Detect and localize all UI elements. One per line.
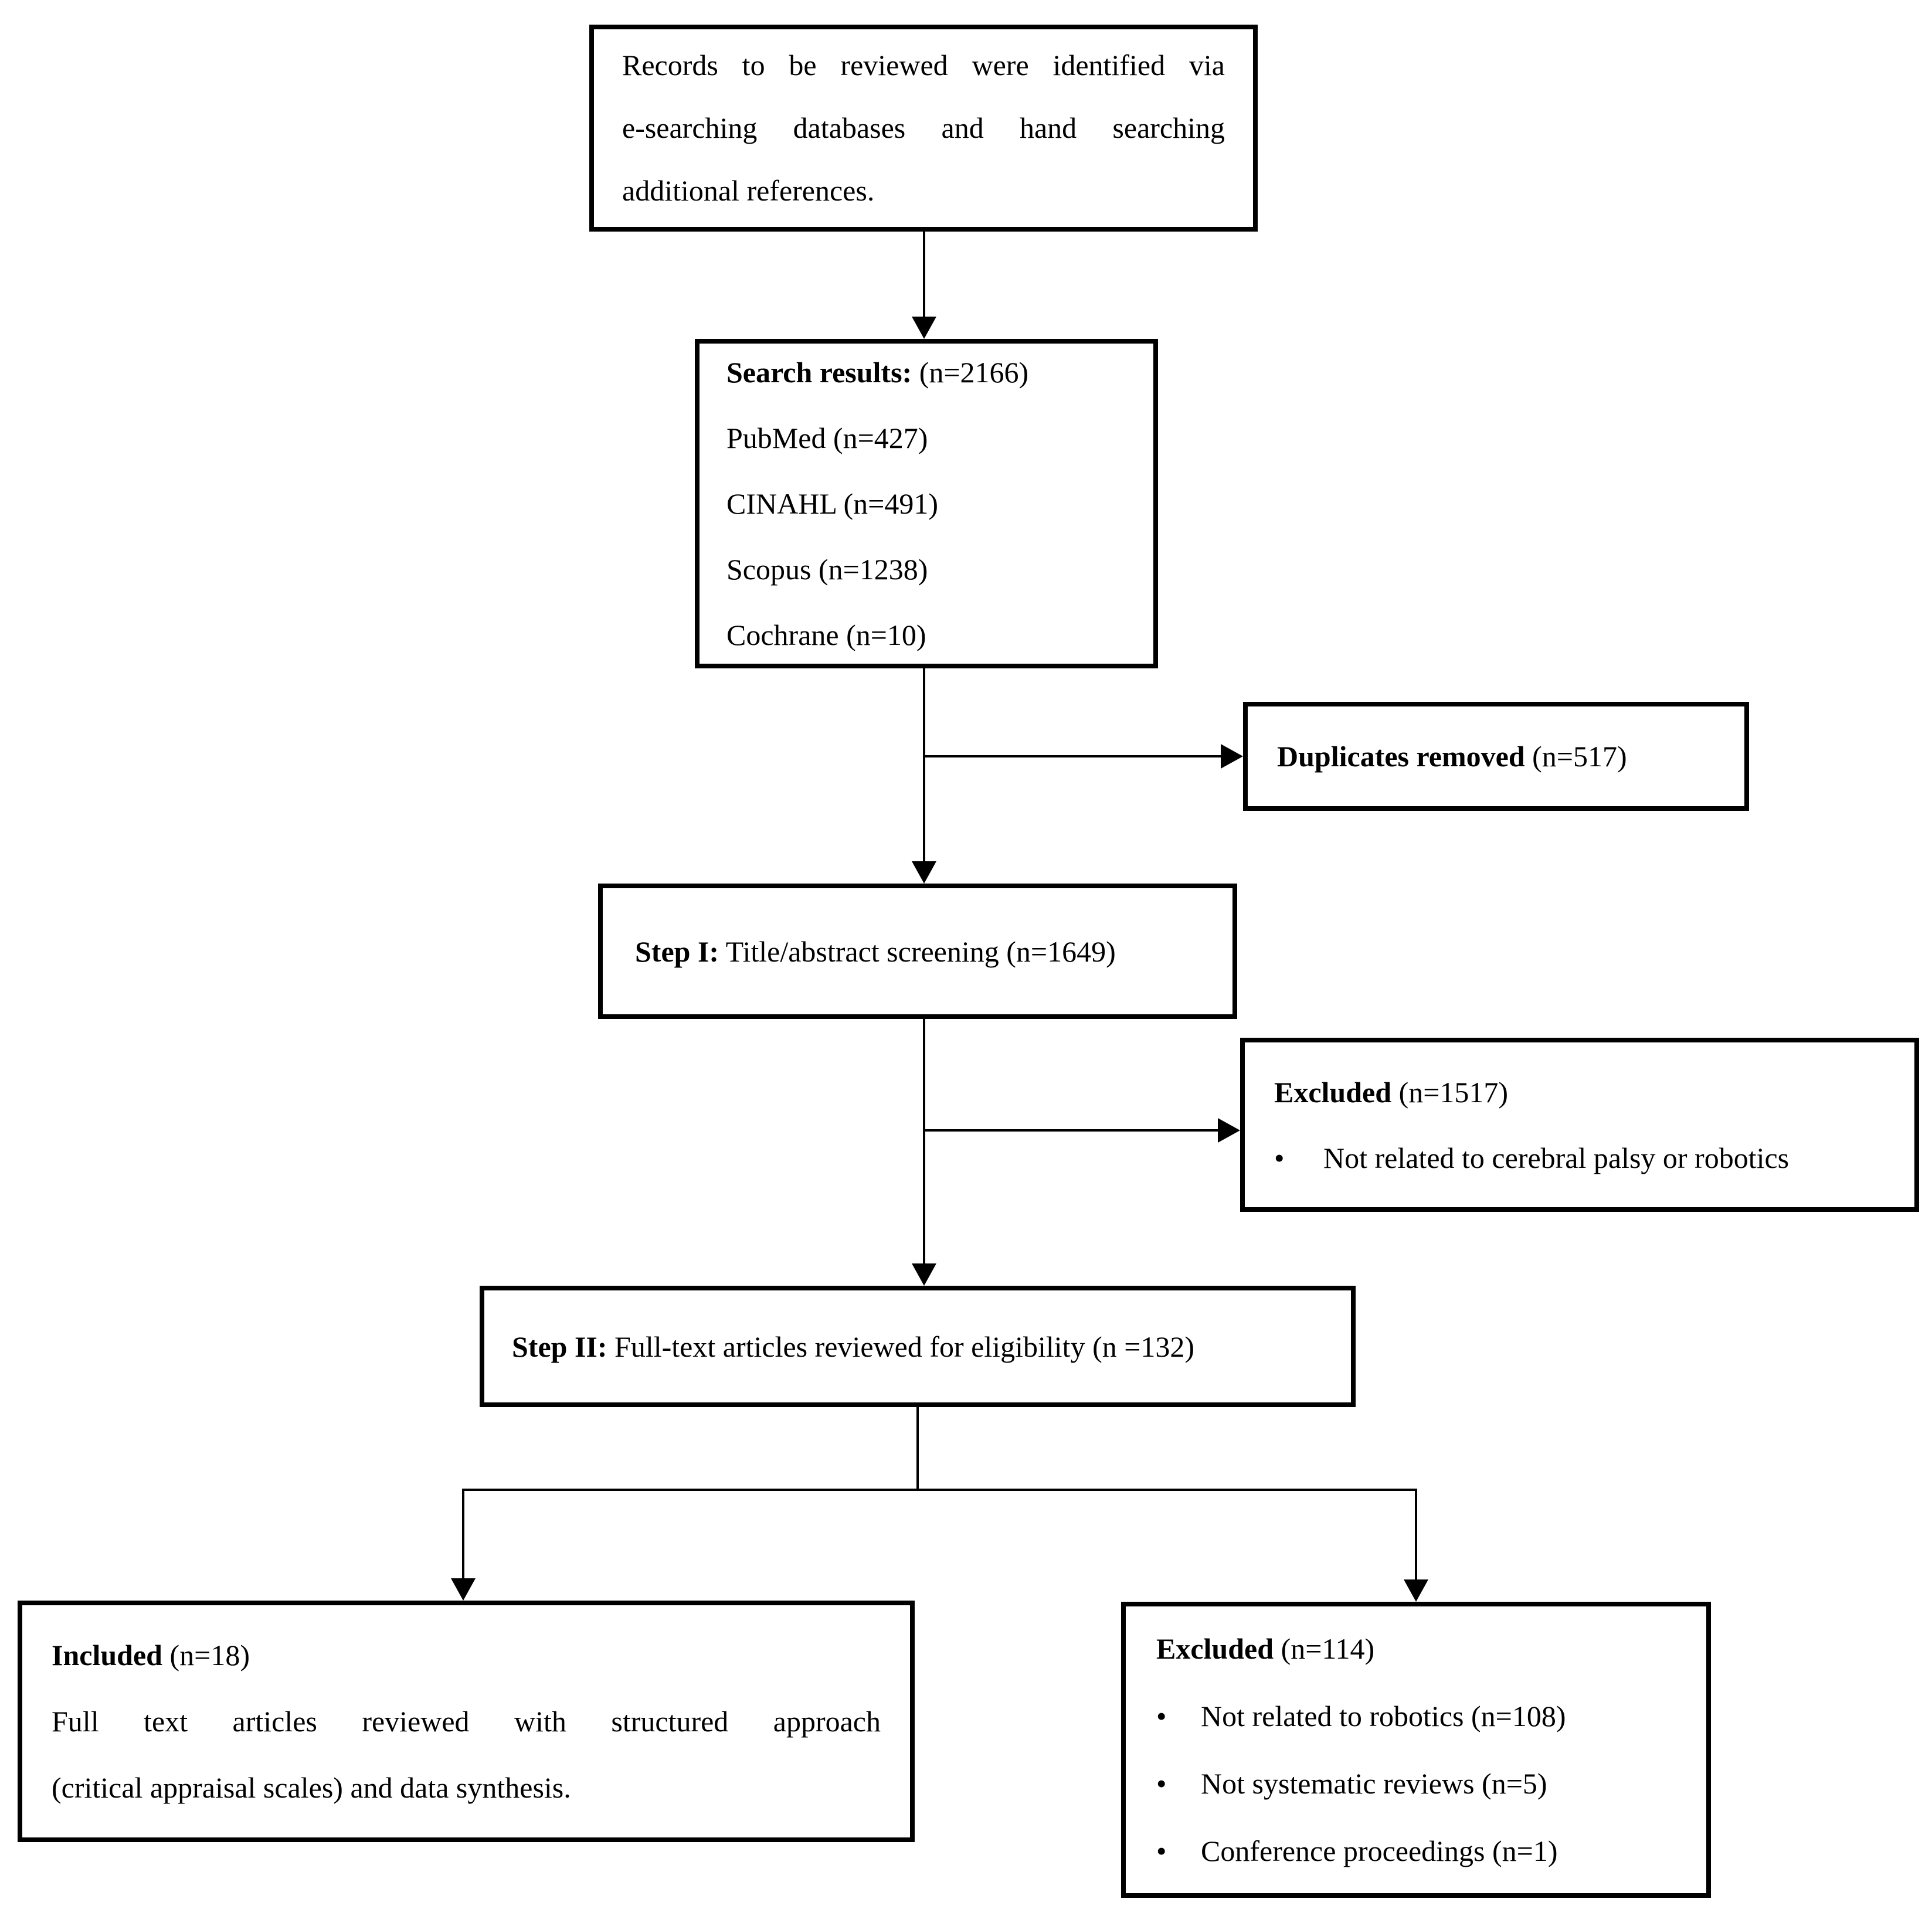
- excluded-step2-reason-text: Conference proceedings (n=1): [1201, 1834, 1558, 1867]
- excluded-step2-label: Excluded: [1156, 1632, 1274, 1665]
- excluded-step2-reason-text: Not related to robotics (n=108): [1201, 1699, 1566, 1732]
- search-results-count: (n=2166): [912, 356, 1029, 389]
- database-item: PubMed (n=427): [726, 422, 928, 454]
- duplicates-label: Duplicates removed: [1277, 740, 1525, 773]
- arrowhead-right-icon: [1218, 1118, 1240, 1143]
- arrowhead-right-icon: [1221, 744, 1243, 769]
- database-item: Scopus (n=1238): [726, 553, 928, 586]
- excluded-step1-heading: Excluded (n=1517): [1274, 1059, 1910, 1125]
- step2-text: Step II: Full-text articles reviewed for…: [512, 1330, 1339, 1364]
- included-count: (n=18): [162, 1638, 250, 1672]
- connector-branch-excluded-step1: [924, 1129, 1218, 1132]
- step2-description: Full-text articles reviewed for eligibil…: [607, 1330, 1195, 1363]
- connector-step2-to-split: [916, 1406, 919, 1490]
- excluded-step2-reason: • Conference proceedings (n=1): [1156, 1818, 1702, 1885]
- included-heading: Included (n=18): [52, 1622, 881, 1689]
- step2-label: Step II:: [512, 1330, 607, 1363]
- excluded-step2-reason: • Not systematic reviews (n=5): [1156, 1750, 1702, 1818]
- arrowhead-down-icon: [912, 317, 936, 339]
- connector-split-horizontal: [462, 1489, 1417, 1491]
- connector-search-to-step1: [923, 667, 925, 861]
- database-item: Cochrane (n=10): [726, 619, 926, 651]
- excluded-step1-count: (n=1517): [1391, 1075, 1509, 1109]
- connector-split-to-included: [462, 1489, 464, 1578]
- box-excluded-step2: Excluded (n=114) • Not related to robotic…: [1121, 1602, 1711, 1898]
- box-search-results: Search results: (n=2166) PubMed (n=427) …: [695, 339, 1158, 668]
- excluded-step1-reason-text: Not related to cerebral palsy or robotic…: [1323, 1141, 1790, 1174]
- bullet-icon: •: [1156, 1766, 1167, 1800]
- duplicates-text: Duplicates removed (n=517): [1277, 739, 1733, 773]
- included-body-line: (critical appraisal scales) and data syn…: [52, 1771, 571, 1804]
- connector-step1-to-step2: [923, 1018, 925, 1263]
- bullet-icon: •: [1274, 1141, 1285, 1174]
- connector-split-to-excluded: [1415, 1489, 1417, 1579]
- search-results-label: Search results:: [726, 356, 912, 389]
- search-results-heading: Search results: (n=2166): [726, 339, 1139, 405]
- box-records-identified: Records to be reviewed were identified v…: [589, 25, 1258, 232]
- step1-label: Step I:: [635, 935, 719, 968]
- records-line: e-searching databases and hand searching: [622, 111, 1225, 144]
- arrowhead-down-icon: [912, 861, 936, 884]
- box-included: Included (n=18) Full text articles revie…: [18, 1601, 915, 1842]
- step1-description: Title/abstract screening (n=1649): [719, 935, 1116, 968]
- box-duplicates-removed: Duplicates removed (n=517): [1243, 702, 1749, 811]
- connector-branch-duplicates: [924, 755, 1221, 757]
- records-line: Records to be reviewed were identified v…: [622, 49, 1225, 81]
- excluded-step1-reason: • Not related to cerebral palsy or roboti…: [1274, 1125, 1910, 1191]
- arrowhead-down-icon: [451, 1578, 476, 1601]
- bullet-icon: •: [1156, 1834, 1167, 1867]
- included-body-line: Full text articles reviewed with structu…: [52, 1704, 881, 1738]
- connector-records-to-search: [923, 230, 925, 318]
- box-step2-fulltext-review: Step II: Full-text articles reviewed for…: [480, 1286, 1356, 1407]
- records-line: additional references.: [622, 174, 875, 207]
- duplicates-count: (n=517): [1524, 740, 1627, 773]
- bullet-icon: •: [1156, 1699, 1167, 1732]
- excluded-step2-heading: Excluded (n=114): [1156, 1615, 1702, 1683]
- arrowhead-down-icon: [912, 1263, 936, 1286]
- excluded-step1-label: Excluded: [1274, 1075, 1392, 1109]
- excluded-step2-count: (n=114): [1274, 1632, 1375, 1665]
- box-step1-title-abstract-screening: Step I: Title/abstract screening (n=1649…: [598, 884, 1237, 1019]
- excluded-step2-reason: • Not related to robotics (n=108): [1156, 1683, 1702, 1750]
- step1-text: Step I: Title/abstract screening (n=1649…: [635, 935, 1221, 969]
- arrowhead-down-icon: [1404, 1579, 1428, 1602]
- included-label: Included: [52, 1638, 162, 1672]
- box-excluded-step1: Excluded (n=1517) • Not related to cerebr…: [1240, 1038, 1919, 1212]
- excluded-step2-reason-text: Not systematic reviews (n=5): [1201, 1766, 1547, 1800]
- database-item: CINAHL (n=491): [726, 487, 939, 520]
